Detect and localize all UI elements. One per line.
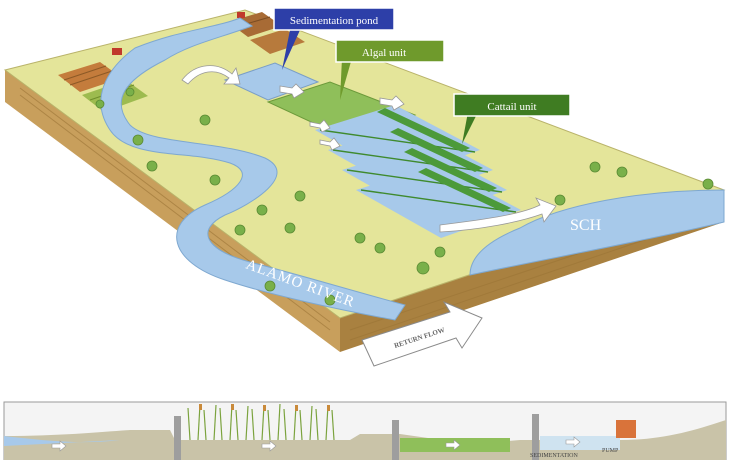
cross-section-cattail-heads xyxy=(199,404,330,411)
cross-section-wall-1 xyxy=(174,416,181,460)
cross-section-sed-water xyxy=(540,436,620,450)
cross-section: PUMP SEDIMENTATION xyxy=(3,401,727,461)
cross-section-wall-3 xyxy=(532,414,539,460)
pump-box xyxy=(616,420,636,438)
cross-section-wall-2 xyxy=(392,420,399,460)
outflow-arrow xyxy=(361,300,483,367)
sedimentation-pond xyxy=(223,62,320,101)
sedimentation-pond-callout: Sedimentation pond xyxy=(273,7,395,70)
cross-section-water-left xyxy=(4,436,120,446)
cross-section-reeds xyxy=(187,403,335,441)
cattail-unit-callout: Cattail unit xyxy=(453,93,571,144)
algal-unit-label: Algal unit xyxy=(362,47,406,59)
salton-sea xyxy=(469,189,725,276)
pump-label: PUMP xyxy=(602,448,619,454)
sedimentation-cross-label: SEDIMENTATION xyxy=(530,453,579,459)
trees xyxy=(95,87,714,306)
flow-arrows xyxy=(181,65,557,233)
cattail-unit-label: Cattail unit xyxy=(487,101,536,113)
sedimentation-pond-label: Sedimentation pond xyxy=(290,15,379,27)
algal-unit-callout: Algal unit xyxy=(335,39,445,100)
alamo-river xyxy=(100,17,406,321)
sch-label: SCH xyxy=(570,217,602,234)
cattail-rows xyxy=(377,108,511,212)
cross-section-arrows xyxy=(51,436,581,452)
cattail-plants xyxy=(319,129,517,213)
